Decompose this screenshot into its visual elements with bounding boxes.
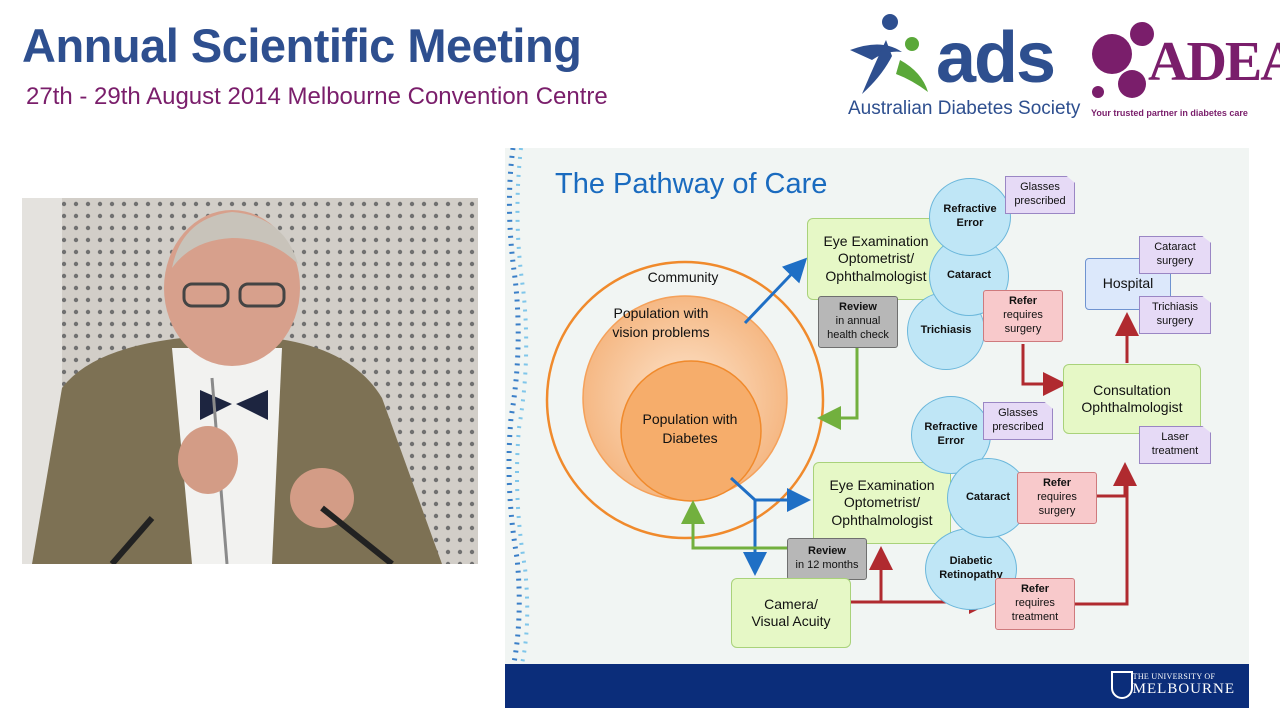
camera-l1: Camera/ <box>764 595 818 612</box>
review-annual-l2: in annual <box>835 315 881 328</box>
consultation-l1: Consultation <box>1093 381 1171 398</box>
refer-surgery-top-l1: Refer <box>1008 295 1038 308</box>
retinopathy-l1: Diabetic <box>949 555 993 568</box>
slide-title: The Pathway of Care <box>555 168 828 200</box>
refer-surgery-bottom-l1: Refer <box>1042 477 1072 490</box>
refer-surgery-bottom-l3: surgery <box>1038 504 1076 517</box>
refractive-top-l2: Error <box>956 217 984 229</box>
event-title: Annual Scientific Meeting <box>22 19 582 72</box>
laser-l2: treatment <box>1151 445 1199 457</box>
event-subtitle: 27th - 29th August 2014 Melbourne Conven… <box>26 83 608 110</box>
vision-label: Population with vision problems <box>591 304 731 342</box>
adea-tagline: Your trusted partner in diabetes care <box>1091 108 1248 118</box>
decorative-dots <box>506 148 530 668</box>
glasses-bottom-l1: Glasses <box>998 407 1038 420</box>
camera-visual-acuity: Camera/Visual Acuity <box>731 578 851 648</box>
refer-surgery-top-l3: surgery <box>1004 322 1042 335</box>
cataract-surgery-l2: surgery <box>1156 255 1194 267</box>
ads-name: Australian Diabetes Society <box>848 98 1081 119</box>
refer-treatment-l3: treatment <box>1011 610 1059 623</box>
diabetes-label: Population with Diabetes <box>623 410 757 448</box>
retinopathy-l2: Retinopathy <box>939 569 1003 581</box>
glasses-bottom-l2: prescribed <box>992 421 1044 433</box>
eye-exam-top-l1: Eye Examination <box>823 232 929 249</box>
pathway-diagram-lines <box>506 148 1139 668</box>
eye-exam-bottom-l1: Eye Examination <box>829 476 935 493</box>
refractive-top-l1: Refractive <box>943 203 997 216</box>
presentation-slide: The Pathway of Care Community Population… <box>505 148 1249 708</box>
speaker-video <box>22 198 478 564</box>
diabetes-label-line1: Population with <box>642 411 738 427</box>
glasses-top-l2: prescribed <box>1014 195 1066 207</box>
community-label: Community <box>647 269 719 285</box>
adea-logo: ADEA <box>1148 31 1280 93</box>
slide-footer-bar: THE UNIVERSITY OF MELBOURNE <box>505 664 1249 708</box>
camera-l2: Visual Acuity <box>751 613 831 629</box>
vision-label-line1: Population with <box>613 305 709 321</box>
cataract-surgery-l1: Cataract <box>1154 241 1196 254</box>
review-12-l2: in 12 months <box>795 559 859 571</box>
refer-treatment-l2: requires <box>1015 597 1055 610</box>
refractive-bottom-l1: Refractive <box>924 421 978 434</box>
speaker-video-feed-icon <box>22 198 478 564</box>
eye-exam-top-l2: Optometrist/ <box>837 250 915 267</box>
glasses-top-l1: Glasses <box>1020 181 1060 194</box>
vision-label-line2: vision problems <box>612 323 710 340</box>
trichiasis-circle: Trichiasis <box>907 292 985 370</box>
university-crest-icon <box>1111 671 1133 699</box>
eye-exam-top-l3: Ophthalmologist <box>825 267 927 284</box>
diabetes-label-line2: Diabetes <box>662 429 718 446</box>
trichiasis-surgery-l1: Trichiasis <box>1151 301 1199 314</box>
consultation-l2: Ophthalmologist <box>1081 399 1183 415</box>
trichiasis-surgery-l2: surgery <box>1156 315 1194 327</box>
refer-surgery-bottom-l2: requires <box>1037 491 1077 504</box>
refer-treatment-l1: Refer <box>1020 583 1050 596</box>
review-annual-l1: Review <box>839 301 877 314</box>
eye-exam-bottom-l2: Optometrist/ <box>843 494 921 511</box>
refractive-bottom-l2: Error <box>937 435 965 447</box>
review-annual-l3: health check <box>827 328 889 341</box>
university-logo: THE UNIVERSITY OF MELBOURNE <box>1133 672 1235 698</box>
community-circle <box>545 260 825 540</box>
adea-dots-icon <box>1092 22 1154 98</box>
cataract-bottom-circle: Cataract <box>947 458 1029 538</box>
laser-l1: Laser <box>1161 431 1189 444</box>
refer-surgery-top-l2: requires <box>1003 309 1043 322</box>
eye-exam-bottom-l3: Ophthalmologist <box>831 511 933 528</box>
ads-logo: ads <box>936 18 1056 98</box>
university-big: MELBOURNE <box>1132 681 1235 697</box>
university-small: THE UNIVERSITY OF <box>1132 672 1216 681</box>
ads-figure-icon <box>850 14 928 94</box>
review-12-l1: Review <box>808 545 846 558</box>
